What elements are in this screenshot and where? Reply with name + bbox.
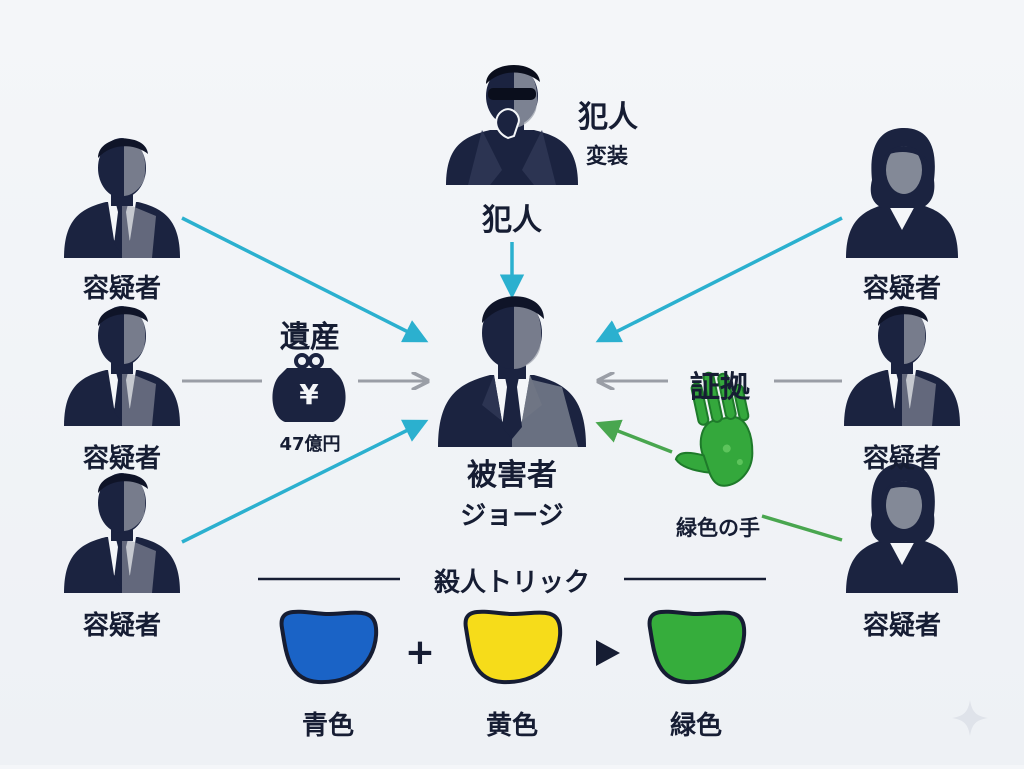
suspect-label-top-left: 容疑者 bbox=[82, 274, 162, 304]
suspect-man-icon-mid-right bbox=[844, 306, 960, 426]
green-handprint-icon bbox=[674, 371, 754, 487]
suspect-woman-icon-top-right bbox=[846, 128, 958, 258]
arrow-suspect-bottom-left bbox=[181, 419, 429, 544]
suspect-man-icon-mid-left bbox=[64, 306, 180, 426]
arrow-suspect-top-right bbox=[595, 216, 843, 343]
victim-name: ジョージ bbox=[460, 501, 564, 531]
suspect-man-icon-bottom-left bbox=[64, 473, 180, 593]
arrow-suspect-top-left bbox=[181, 216, 429, 343]
plus-sign: + bbox=[404, 632, 436, 673]
trick-title: 殺人トリック bbox=[433, 568, 591, 598]
suspect-label-top-right: 容疑者 bbox=[862, 274, 942, 304]
suspect-man-icon-top-left bbox=[64, 138, 180, 258]
arrow-suspect-bottom-right bbox=[761, 514, 843, 542]
inheritance-label: 遺産 bbox=[280, 320, 340, 355]
culprit-label-top: 犯人 bbox=[578, 100, 638, 135]
sparkle-icon bbox=[952, 700, 988, 736]
culprit-disguise-label: 変装 bbox=[586, 144, 628, 168]
victim-label: 被害者 bbox=[467, 458, 557, 493]
culprit-label-bottom: 犯人 bbox=[482, 203, 542, 238]
evidence-label: 証拠 bbox=[690, 370, 750, 405]
evidence-item: 緑色の手 bbox=[676, 516, 760, 540]
suspect-label-bottom-right: 容疑者 bbox=[862, 611, 942, 641]
blob-green bbox=[647, 609, 747, 685]
arrow-right-triangle-icon bbox=[596, 640, 620, 666]
suspect-label-bottom-left: 容疑者 bbox=[82, 611, 162, 641]
blob-blue bbox=[279, 609, 379, 685]
disguised-man-icon bbox=[446, 64, 578, 185]
blob-label-blue: 青色 bbox=[301, 711, 355, 741]
arrow-hand-to-victim bbox=[595, 419, 673, 454]
suspect-woman-icon-bottom-right bbox=[846, 463, 958, 593]
suspect-label-mid-right: 容疑者 bbox=[862, 444, 942, 474]
yen-symbol: ¥ bbox=[299, 378, 319, 411]
blob-label-yellow: 黄色 bbox=[485, 711, 539, 741]
blob-yellow bbox=[463, 609, 563, 685]
suspect-label-mid-left: 容疑者 bbox=[82, 444, 162, 474]
blob-label-green: 緑色 bbox=[669, 711, 723, 741]
victim-man-icon bbox=[438, 296, 586, 447]
inheritance-amount: 47億円 bbox=[279, 434, 341, 455]
coin-purse-icon: ¥ bbox=[272, 353, 346, 422]
